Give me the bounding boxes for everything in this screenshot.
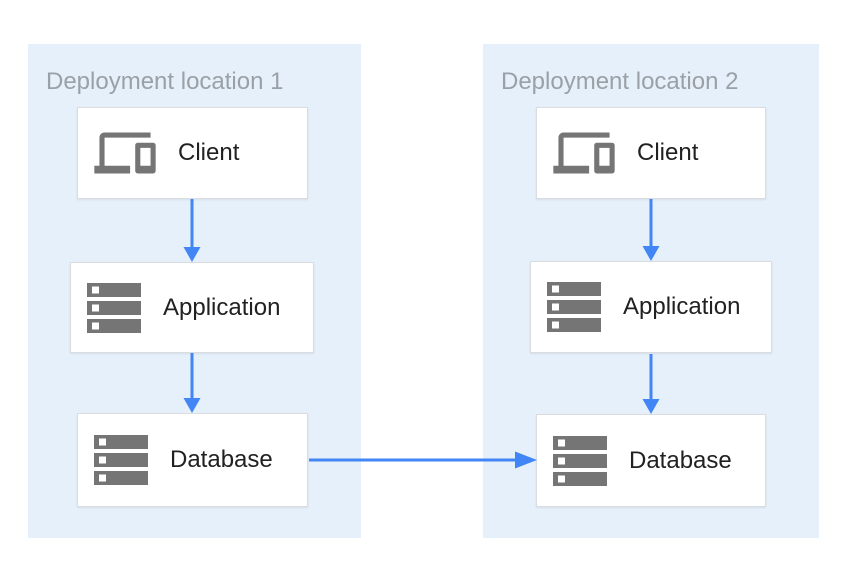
server-stack-glyph [553,435,607,486]
node-client-2: Client [536,107,766,199]
zone-1-title: Deployment location 1 [46,68,284,95]
server-stack-glyph [547,282,601,332]
deployment-zone-2: Deployment location 2 Client Application [483,44,819,538]
node-label: Application [163,293,281,321]
server-stack-glyph [94,435,148,485]
node-database-1: Database [77,413,308,507]
node-label: Client [637,139,699,166]
node-application-1: Application [70,262,314,353]
server-stack-icon [547,282,601,332]
server-stack-icon [553,435,607,486]
node-label: Database [170,446,273,473]
node-client-1: Client [77,107,308,199]
devices-icon-glyph [94,132,156,174]
node-label: Application [623,293,741,320]
devices-icon [94,132,156,174]
node-application-2: Application [530,261,772,353]
server-stack-icon [87,282,141,333]
server-stack-icon [94,435,148,485]
devices-icon-glyph [553,132,615,174]
devices-icon [553,132,615,174]
server-stack-glyph [87,282,141,333]
zone-2-title: Deployment location 2 [501,68,739,95]
deployment-zone-1: Deployment location 1 Client Application [28,44,361,538]
node-label: Database [629,446,732,474]
node-label: Client [178,139,240,166]
node-database-2: Database [536,414,766,507]
